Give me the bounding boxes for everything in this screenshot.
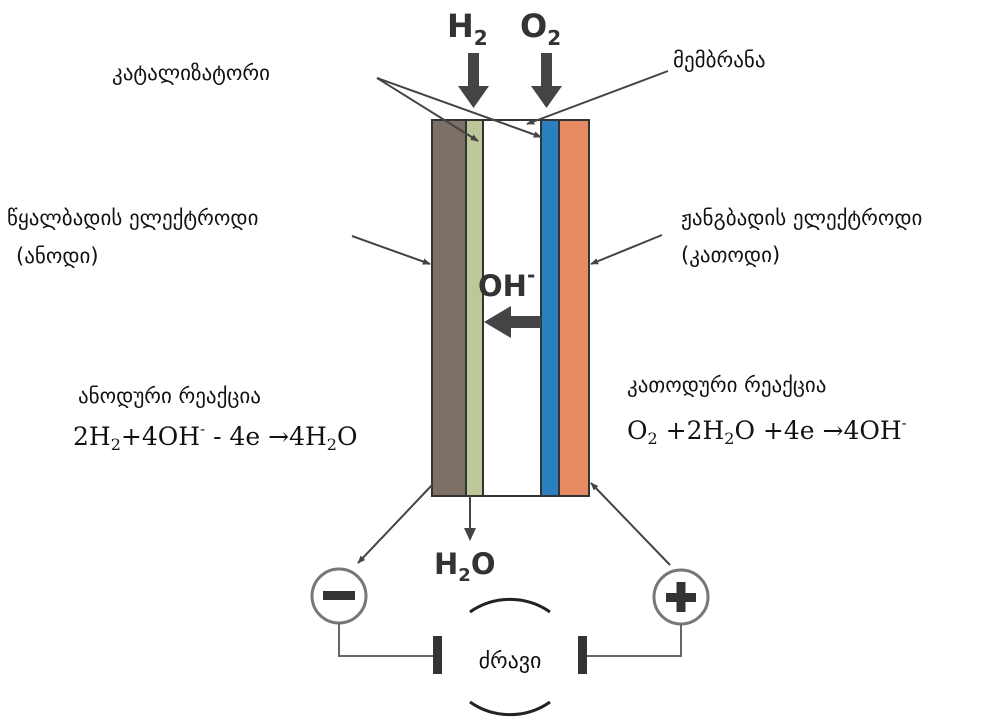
oxygen-electrode-label: ჟანგბადის ელექტროდი [681, 206, 922, 230]
cathode-label: (კათოდი) [681, 243, 780, 267]
cathode-catalyst-membrane [540, 119, 560, 497]
anode-to-negative-arrow [357, 483, 434, 564]
o2-input-arrow [531, 53, 562, 108]
catalyst-label: კატალიზატორი [112, 61, 270, 85]
electrolyte-gap [482, 119, 542, 497]
cathode-reaction-title: კათოდური რეაქცია [627, 373, 826, 397]
h2-label: H2 [447, 7, 488, 50]
external-circuit [338, 623, 682, 657]
anode-reaction-formula: 2H2+4OH- - 4e →4H2O [73, 420, 357, 454]
positive-to-cathode-arrow [590, 482, 671, 566]
anode-reaction-title: ანოდური რეაქცია [78, 384, 261, 408]
fuel-cell-stack [431, 119, 590, 497]
positive-terminal [652, 568, 710, 626]
h2o-label: H2O [434, 547, 495, 586]
plus-sign-vertical [676, 582, 686, 612]
membrane-label: მემბრანა [673, 48, 766, 72]
h2o-output-arrow [464, 496, 476, 541]
h2-input-arrow [458, 53, 489, 108]
anode-electrode-pointer [351, 235, 431, 265]
oh-flow-arrow [484, 306, 541, 338]
right-wire [584, 624, 682, 657]
oh-ion-label: OH- [478, 263, 535, 303]
anode-label: (ანოდი) [16, 244, 99, 268]
anode-electrode [431, 119, 467, 497]
motor-label: ძრავი [479, 649, 542, 674]
membrane-pointer [526, 70, 669, 125]
hydrogen-electrode-label: წყალბადის ელექტროდი [7, 206, 258, 230]
left-wire [338, 623, 434, 657]
cathode-electrode-pointer [590, 234, 663, 265]
cathode-reaction-formula: O2 +2H2O +4e →4OH- [627, 414, 907, 448]
negative-terminal [310, 567, 368, 625]
right-load-contact [578, 636, 587, 674]
motor-load: ძრავი [469, 597, 551, 717]
catalyst-pointer-right [376, 77, 542, 138]
o2-label: O2 [520, 7, 561, 50]
cathode-electrode [558, 119, 590, 497]
anode-catalyst-layer [465, 119, 484, 497]
catalyst-pointer-left [376, 77, 479, 142]
left-load-contact [433, 636, 442, 674]
minus-sign [323, 591, 355, 600]
